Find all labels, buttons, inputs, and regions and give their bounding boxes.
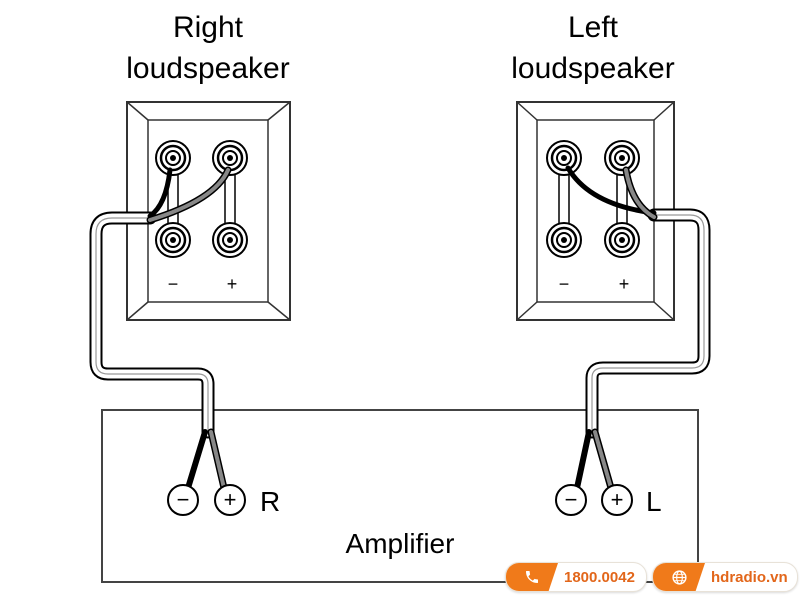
left-speaker-title-line1: Left <box>568 11 619 44</box>
amp-left-plus: + <box>611 487 624 512</box>
right-terminal-bottom-plus <box>211 221 249 259</box>
left-terminal-bottom-plus <box>603 221 641 259</box>
phone-badge[interactable]: 1800.0042 <box>505 562 647 592</box>
left-minus-label: − <box>559 274 570 294</box>
left-speaker-title-line2: loudspeaker <box>511 52 674 85</box>
right-plus-label: + <box>227 274 238 294</box>
amplifier-left-terminals: − + L <box>555 484 662 517</box>
amp-left-channel-label: L <box>646 486 662 517</box>
left-terminal-top-plus <box>603 139 641 177</box>
right-terminal-top-minus <box>154 139 192 177</box>
amp-right-channel-label: R <box>260 486 280 517</box>
right-minus-label: − <box>168 274 179 294</box>
amp-right-minus: − <box>177 487 190 512</box>
phone-icon <box>506 563 558 591</box>
website-link: hdradio.vn <box>711 568 788 586</box>
right-loudspeaker: − + <box>126 101 291 321</box>
globe-icon <box>653 563 705 591</box>
right-speaker-title-line2: loudspeaker <box>126 52 289 85</box>
left-speaker-cable <box>565 165 711 492</box>
left-terminal-top-minus <box>545 139 583 177</box>
amplifier-right-terminals: − + R <box>167 484 280 517</box>
amp-left-minus: − <box>565 487 578 512</box>
phone-number: 1800.0042 <box>564 568 635 586</box>
right-speaker-cable <box>89 166 232 492</box>
website-badge[interactable]: hdradio.vn <box>652 562 798 592</box>
amplifier-label: Amplifier <box>346 528 455 559</box>
left-plus-label: + <box>619 274 630 294</box>
right-terminal-bottom-minus <box>154 221 192 259</box>
amp-right-plus: + <box>224 487 237 512</box>
left-terminal-bottom-minus <box>545 221 583 259</box>
right-speaker-title-line1: Right <box>173 11 244 44</box>
